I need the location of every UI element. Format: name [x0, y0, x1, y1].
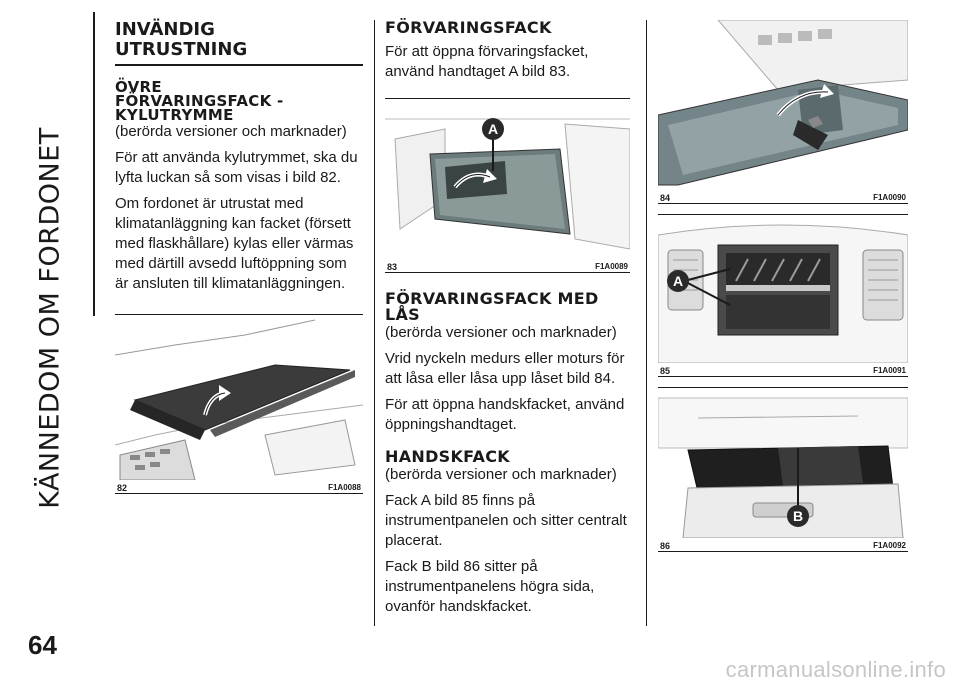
figure-85: A 85 F1A0091 — [658, 214, 908, 377]
figure-caption: 85 F1A0091 — [660, 366, 906, 376]
paragraph: För att öppna förvaringsfacket, använd h… — [385, 43, 589, 80]
page-number: 64 — [28, 630, 57, 660]
versions-note: (berörda versioner och marknader) — [115, 123, 347, 140]
figure-83: A 83 F1A0089 — [385, 98, 630, 273]
column-1: INVÄNDIG UTRUSTNING ÖVRE FÖRVARINGSFACK … — [115, 20, 363, 494]
figure-label: B — [793, 508, 803, 524]
storage-compartment-illustration: A — [385, 99, 630, 259]
section-heading: HANDSKFACK — [385, 447, 510, 466]
figure-86: B 86 F1A0092 — [658, 387, 908, 552]
section-heading: INVÄNDIG UTRUSTNING — [115, 19, 248, 60]
heading-rule — [115, 64, 363, 66]
central-compartment-illustration: A — [658, 215, 908, 363]
figure-caption: 84 F1A0090 — [660, 193, 906, 203]
paragraph: Fack B bild 86 sitter på instrumentpanel… — [385, 558, 595, 615]
chapter-title: KÄNNEDOM OM FORDONET — [34, 127, 66, 509]
watermark: carmanualsonline.info — [725, 657, 946, 682]
column-divider — [374, 20, 375, 626]
paragraph: För att använda kylutrymmet, ska du lyft… — [115, 149, 358, 186]
column-3: 84 F1A0090 A 85 F1A0091 — [658, 20, 908, 552]
side-rule — [93, 12, 95, 316]
figure-caption: 82 F1A0088 — [117, 483, 361, 493]
cooler-compartment-illustration — [115, 315, 363, 480]
section-heading: FÖRVARINGSFACK MED LÅS — [385, 289, 599, 324]
figure-caption: 86 F1A0092 — [660, 541, 906, 551]
paragraph: För att öppna handskfacket, använd öppni… — [385, 396, 625, 433]
figure-label: A — [488, 121, 498, 137]
column-2: FÖRVARINGSFACK För att öppna förvaringsf… — [385, 20, 630, 617]
figure-84: 84 F1A0090 — [658, 20, 908, 204]
versions-note: (berörda versioner och marknader) — [385, 466, 617, 483]
figure-caption: 83 F1A0089 — [387, 262, 628, 272]
paragraph: Om fordonet är utrustat med klimatanlägg… — [115, 195, 354, 292]
paragraph: Vrid nyckeln medurs eller moturs för att… — [385, 350, 625, 387]
section-heading: FÖRVARINGSFACK — [385, 18, 552, 37]
side-tab: KÄNNEDOM OM FORDONET — [0, 0, 95, 686]
subsection-heading: ÖVRE FÖRVARINGSFACK - KYLUTRYMME — [115, 78, 284, 124]
figure-82: 82 F1A0088 — [115, 314, 363, 494]
versions-note: (berörda versioner och marknader) — [385, 324, 617, 341]
column-divider — [646, 20, 647, 626]
figure-label: A — [673, 273, 683, 289]
right-compartment-illustration: B — [658, 388, 908, 538]
paragraph: Fack A bild 85 finns på instrumentpanele… — [385, 492, 627, 549]
lockable-compartment-illustration — [658, 20, 908, 190]
